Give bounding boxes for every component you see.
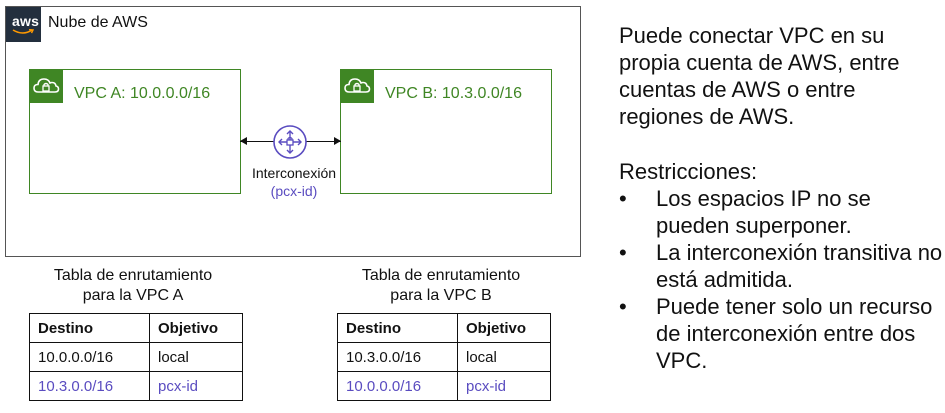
vpc-cloud-lock-icon [29,69,63,103]
side-notes: Puede conectar VPC en su propia cuenta d… [619,22,945,374]
intro-text: Puede conectar VPC en su propia cuenta d… [619,23,900,129]
column-header-objetivo: Objetivo [457,313,551,343]
table-cell-objetivo: pcx-id [149,371,243,401]
peering-label: Interconexión (pcx-id) [232,164,356,200]
vpc-b-label: VPC B: 10.3.0.0/16 [385,85,522,102]
bullet-icon: • [619,294,627,319]
vpc-cloud-lock-icon [340,69,374,103]
table-row: 10.0.0.0/16 local [29,342,243,372]
table-cell-objetivo: pcx-id [457,371,551,401]
bullet-icon: • [619,186,627,211]
table-header-row: Destino Objetivo [29,313,243,343]
route-table-b-title-line2: para la VPC B [390,287,492,304]
list-item: • Puede tener solo un recurso de interco… [619,293,945,374]
aws-smile-icon [12,29,34,34]
arrow-left-icon [240,137,247,145]
route-table-a-title-line1: Tabla de enrutamiento [53,267,213,284]
list-item: • Los espacios IP no se pueden superpone… [619,185,945,239]
aws-logo-text: aws [12,13,40,29]
restriction-text: La interconexión transitiva no está admi… [656,240,943,292]
aws-cloud-group: aws Nube de AWS [5,6,581,257]
vpc-b-box: VPC B: 10.3.0.0/16 [340,69,552,194]
cloud-title: Nube de AWS [48,14,148,31]
vpc-a-box: VPC A: 10.0.0.0/16 [29,69,241,194]
route-table-a: Destino Objetivo 10.0.0.0/16 local 10.3.… [29,313,243,401]
route-table-b-title: Tabla de enrutamiento para la VPC B [336,266,546,306]
peering-icon [273,125,307,159]
restrictions-title: Restricciones: [619,159,758,184]
arrow-right-icon [334,137,341,145]
table-cell-destino: 10.0.0.0/16 [29,342,150,372]
restriction-text: Los espacios IP no se pueden superponer. [656,186,871,238]
restriction-text: Puede tener solo un recurso de intercone… [656,294,933,373]
route-table-a-title: Tabla de enrutamiento para la VPC A [28,266,238,306]
table-row: 10.3.0.0/16 pcx-id [29,371,243,401]
bullet-icon: • [619,240,627,265]
table-cell-destino: 10.3.0.0/16 [337,342,458,372]
column-header-destino: Destino [29,313,150,343]
aws-logo-icon: aws [6,7,41,42]
peering-id: (pcx-id) [270,183,318,199]
route-table-b: Destino Objetivo 10.3.0.0/16 local 10.0.… [337,313,551,401]
peering-title: Interconexión [251,165,337,181]
table-cell-objetivo: local [457,342,551,372]
list-item: • La interconexión transitiva no está ad… [619,239,945,293]
restrictions-list: • Los espacios IP no se pueden superpone… [619,185,945,374]
column-header-destino: Destino [337,313,458,343]
table-header-row: Destino Objetivo [337,313,551,343]
vpc-a-label: VPC A: 10.0.0.0/16 [74,85,211,102]
column-header-objetivo: Objetivo [149,313,243,343]
table-cell-destino: 10.0.0.0/16 [337,371,458,401]
table-cell-destino: 10.3.0.0/16 [29,371,150,401]
route-table-a-title-line2: para la VPC A [82,287,184,304]
route-table-b-title-line1: Tabla de enrutamiento [361,267,521,284]
table-row: 10.0.0.0/16 pcx-id [337,371,551,401]
table-row: 10.3.0.0/16 local [337,342,551,372]
table-cell-objetivo: local [149,342,243,372]
